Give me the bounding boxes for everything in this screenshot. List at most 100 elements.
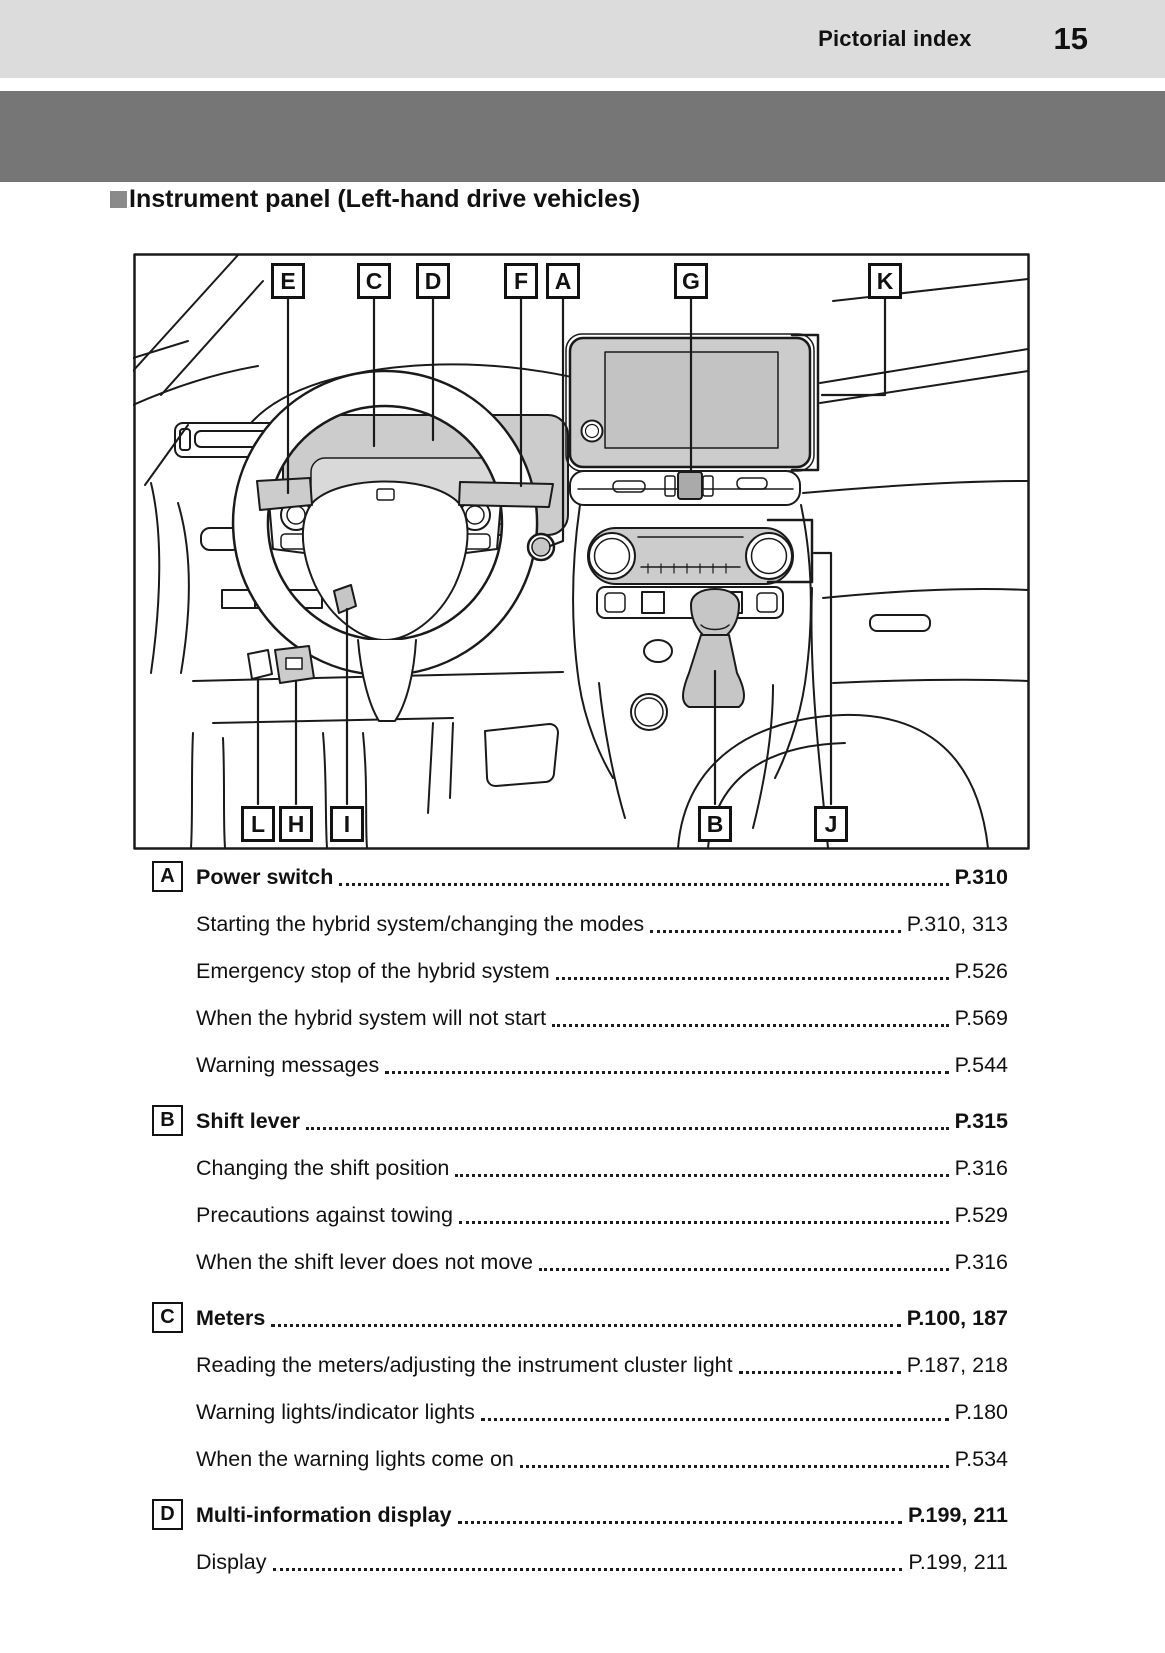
dot-leader	[339, 883, 949, 886]
header-section-title: Pictorial index	[818, 26, 972, 51]
instrument-panel-diagram: E C D F A G K L H I B J	[133, 253, 1030, 850]
callout-box-a: A	[546, 263, 580, 299]
cup-holder	[630, 693, 668, 731]
switch-l	[247, 649, 273, 680]
entry-title: Shift lever	[196, 1109, 300, 1133]
index-subitem: Warning messages P.544	[152, 1053, 1008, 1078]
page-reference: P.100, 187	[906, 1306, 1008, 1330]
page-reference: P.316	[954, 1250, 1008, 1274]
entry-letter-box: A	[152, 861, 183, 892]
callout-box-c: C	[357, 263, 391, 299]
index-subitem: When the shift lever does not move P.316	[152, 1250, 1008, 1275]
callout-box-i: I	[330, 806, 364, 842]
dot-leader	[458, 1221, 949, 1224]
k-bracket	[790, 333, 820, 472]
dashboard-line-art	[133, 253, 1030, 850]
shift-lever	[682, 588, 745, 708]
console-buttons	[596, 586, 784, 619]
index-subitem: Precautions against towing P.529	[152, 1203, 1008, 1228]
index-subitem: Emergency stop of the hybrid system P.52…	[152, 959, 1008, 984]
hazard-button	[677, 471, 703, 500]
emblem	[376, 488, 395, 501]
dot-leader	[305, 1127, 949, 1130]
subitem-text: When the shift lever does not move	[196, 1250, 534, 1274]
index-subitem: Display P.199, 211	[152, 1550, 1008, 1575]
dot-leader	[271, 1324, 901, 1327]
callout-box-l: L	[241, 806, 275, 842]
dot-leader	[455, 1174, 949, 1177]
page-reference: P.199, 211	[908, 1550, 1008, 1574]
callout-box-b: B	[698, 806, 732, 842]
index-entry-b: B Shift lever P.315	[152, 1105, 1008, 1136]
entry-letter-box: B	[152, 1105, 183, 1136]
index-subitem: Reading the meters/adjusting the instrum…	[152, 1353, 1008, 1378]
dot-leader	[552, 1024, 949, 1027]
entry-letter-box: D	[152, 1499, 183, 1530]
index-subitem: Changing the shift position P.316	[152, 1156, 1008, 1181]
page-reference: P.199, 211	[907, 1503, 1008, 1527]
page-reference: P.529	[954, 1203, 1008, 1227]
page-reference: P.310, 313	[906, 912, 1008, 936]
subitem-text: Warning messages	[196, 1053, 380, 1077]
index-subitem: Warning lights/indicator lights P.180	[152, 1400, 1008, 1425]
index-subitem: When the warning lights come on P.534	[152, 1447, 1008, 1472]
callout-box-e: E	[271, 263, 305, 299]
power-outlet	[643, 639, 673, 663]
page-reference: P.544	[954, 1053, 1008, 1077]
page-reference: P.315	[954, 1109, 1008, 1133]
dot-leader	[650, 930, 901, 933]
subitem-text: Display	[196, 1550, 267, 1574]
callout-box-k: K	[868, 263, 902, 299]
section-heading: Instrument panel (Left-hand drive vehicl…	[110, 185, 640, 214]
header-page-number: 15	[1053, 21, 1088, 56]
subitem-text: Reading the meters/adjusting the instrum…	[196, 1353, 733, 1377]
index-entry-d: D Multi-information display P.199, 211	[152, 1499, 1008, 1530]
dot-leader	[385, 1071, 949, 1074]
j-bracket	[766, 518, 814, 584]
index-entry-a: A Power switch P.310	[152, 861, 1008, 892]
dot-leader	[738, 1371, 901, 1374]
entry-title: Multi-information display	[196, 1503, 452, 1527]
callout-box-f: F	[504, 263, 538, 299]
page-header: Pictorial index 15	[0, 0, 1165, 78]
wiper-lever	[458, 481, 554, 508]
page-reference: P.569	[954, 1006, 1008, 1030]
subitem-text: Emergency stop of the hybrid system	[196, 959, 550, 983]
center-vents	[569, 470, 801, 506]
dot-leader	[457, 1521, 902, 1524]
subitem-text: When the hybrid system will not start	[196, 1006, 547, 1030]
page-reference: P.180	[954, 1400, 1008, 1424]
index-entry-c: C Meters P.100, 187	[152, 1302, 1008, 1333]
pedal	[484, 723, 559, 787]
entry-title: Meters	[196, 1306, 266, 1330]
subitem-text: Warning lights/indicator lights	[196, 1400, 475, 1424]
dot-leader	[555, 977, 949, 980]
chapter-color-band	[0, 91, 1165, 182]
page-reference: P.187, 218	[906, 1353, 1008, 1377]
page-reference: P.310	[954, 865, 1008, 889]
dot-leader	[539, 1268, 949, 1271]
subitem-text: Changing the shift position	[196, 1156, 450, 1180]
dot-leader	[272, 1568, 903, 1571]
tilt-lever	[333, 584, 357, 614]
subitem-text: Precautions against towing	[196, 1203, 453, 1227]
entry-letter-box: C	[152, 1302, 183, 1333]
callout-box-j: J	[814, 806, 848, 842]
climate-panel	[587, 527, 794, 585]
page-reference: P.316	[954, 1156, 1008, 1180]
callout-box-d: D	[416, 263, 450, 299]
dot-leader	[480, 1418, 949, 1421]
entry-title: Power switch	[196, 865, 334, 889]
leader-lines	[256, 297, 887, 806]
index-subitem: Starting the hybrid system/changing the …	[152, 912, 1008, 937]
glovebox-handle	[869, 614, 931, 632]
light-control-lever	[256, 477, 313, 511]
callout-box-h: H	[279, 806, 313, 842]
page-reference: P.526	[954, 959, 1008, 983]
section-heading-text: Instrument panel (Left-hand drive vehicl…	[129, 185, 641, 213]
index-subitem: When the hybrid system will not start P.…	[152, 1006, 1008, 1031]
dot-leader	[519, 1465, 949, 1468]
callout-box-g: G	[674, 263, 708, 299]
page-reference: P.534	[954, 1447, 1008, 1471]
